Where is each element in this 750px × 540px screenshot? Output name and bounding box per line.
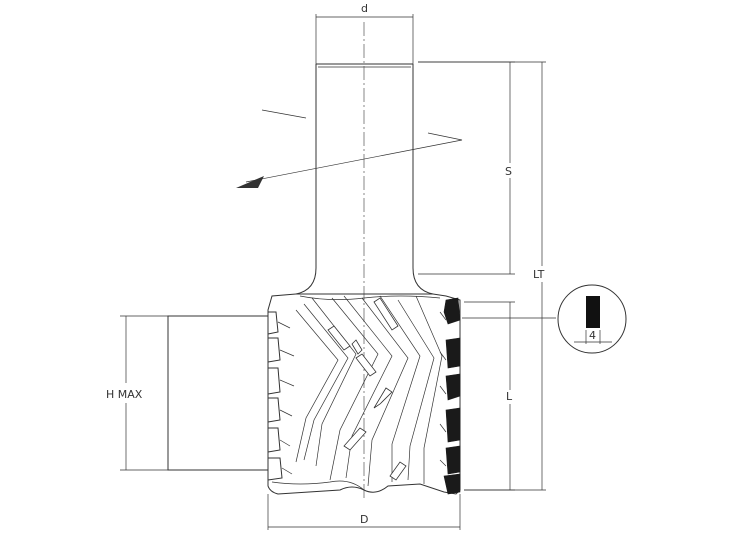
detail-value-label: 4: [589, 329, 596, 342]
l-dimension: L: [464, 301, 515, 491]
l-label: L: [506, 390, 513, 403]
right-inserts: [439, 297, 461, 495]
s-dimension: S: [418, 61, 515, 275]
flute-grooves: [295, 295, 443, 487]
s-label: S: [505, 165, 512, 178]
d-label: d: [361, 2, 368, 15]
lt-dimension: LT: [418, 61, 546, 491]
workpiece-block: [167, 315, 269, 471]
hmax-label: H MAX: [106, 388, 143, 401]
d-dimension: d: [315, 2, 414, 64]
left-teeth: [267, 311, 295, 481]
rotation-arrow: [236, 109, 463, 188]
hmax-dimension: H MAX: [106, 315, 168, 471]
insert-detail-callout: 4: [462, 284, 627, 354]
lt-label: LT: [533, 268, 545, 281]
cutter-body: [267, 293, 461, 495]
D-label: D: [360, 513, 368, 526]
D-dimension: D: [267, 494, 461, 530]
shank: [295, 63, 434, 295]
face-inserts: [327, 297, 407, 481]
